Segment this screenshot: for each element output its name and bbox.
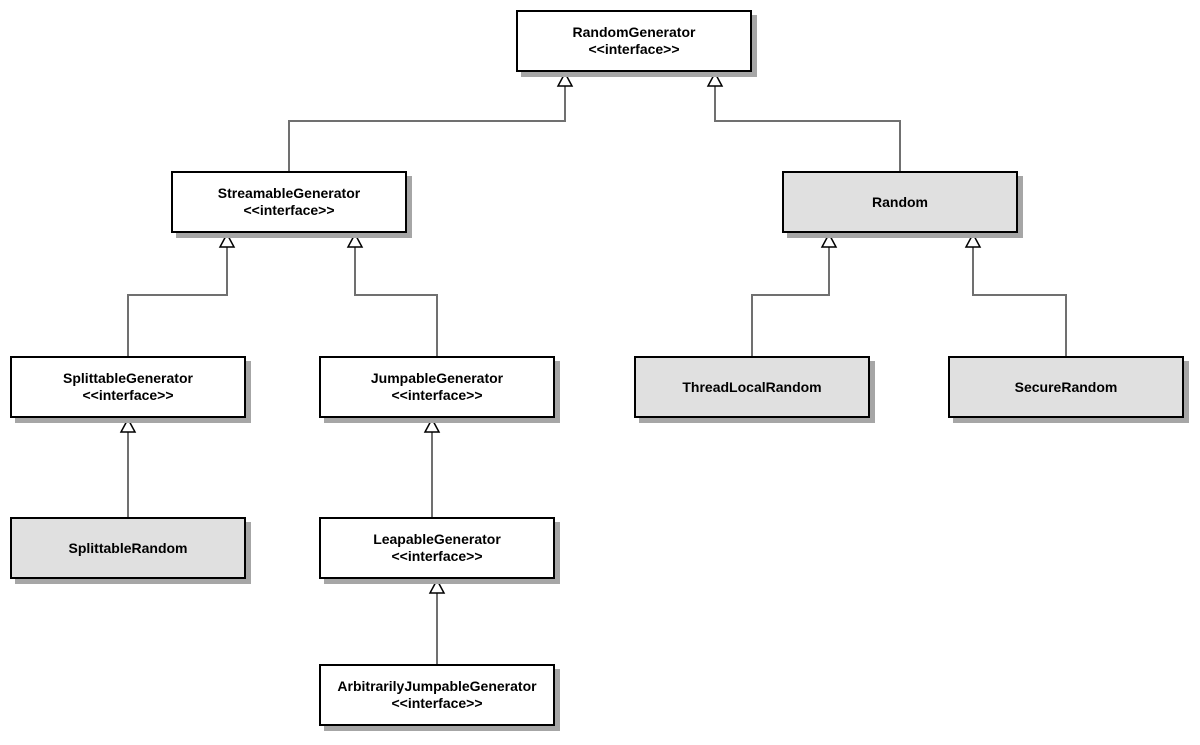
jumpable-generator-box[interactable]: JumpableGenerator <<interface>> <box>319 356 555 418</box>
node-name: LeapableGenerator <box>373 531 501 547</box>
thread-local-random-class-box[interactable]: ThreadLocalRandom <box>634 356 870 418</box>
node-name: ArbitrarilyJumpableGenerator <box>337 678 537 694</box>
node-stereotype: <<interface>> <box>243 202 335 218</box>
node-stereotype: <<interface>> <box>588 41 680 57</box>
node-name: ThreadLocalRandom <box>682 378 822 395</box>
generalization-line <box>354 247 438 356</box>
generalization-arrowhead <box>820 232 838 248</box>
node-stereotype: <<interface>> <box>391 548 483 564</box>
leapable-generator-box[interactable]: LeapableGenerator <<interface>> <box>319 517 555 579</box>
random-class-box[interactable]: Random <box>782 171 1018 233</box>
generalization-arrowhead <box>119 417 137 433</box>
node-name: RandomGenerator <box>572 24 696 40</box>
node-stereotype: <<interface>> <box>82 387 174 403</box>
generalization-line <box>972 247 1067 356</box>
node-name: SplittableRandom <box>68 539 188 556</box>
generalization-line <box>127 247 228 356</box>
node-stereotype: <<interface>> <box>391 387 483 403</box>
generalization-arrowhead <box>423 417 441 433</box>
generalization-line <box>751 247 830 356</box>
node-name: StreamableGenerator <box>217 185 361 201</box>
generalization-line <box>714 86 901 171</box>
streamable-generator-box[interactable]: StreamableGenerator <<interface>> <box>171 171 407 233</box>
generalization-arrowhead <box>218 232 236 248</box>
node-name: JumpableGenerator <box>370 370 504 386</box>
generalization-arrowhead <box>964 232 982 248</box>
node-name: SplittableGenerator <box>63 370 193 386</box>
random-generator-box[interactable]: RandomGenerator <<interface>> <box>516 10 752 72</box>
generalization-arrowhead <box>428 578 446 594</box>
generalization-arrowhead <box>706 71 724 87</box>
arbitrarily-jumpable-generator-box[interactable]: ArbitrarilyJumpableGenerator <<interface… <box>319 664 555 726</box>
node-stereotype: <<interface>> <box>391 695 483 711</box>
node-name: Random <box>872 193 928 210</box>
generalization-arrowhead <box>346 232 364 248</box>
secure-random-class-box[interactable]: SecureRandom <box>948 356 1184 418</box>
splittable-generator-box[interactable]: SplittableGenerator <<interface>> <box>10 356 246 418</box>
generalization-line <box>288 86 566 171</box>
generalization-arrowhead <box>556 71 574 87</box>
node-name: SecureRandom <box>1014 378 1118 395</box>
splittable-random-class-box[interactable]: SplittableRandom <box>10 517 246 579</box>
